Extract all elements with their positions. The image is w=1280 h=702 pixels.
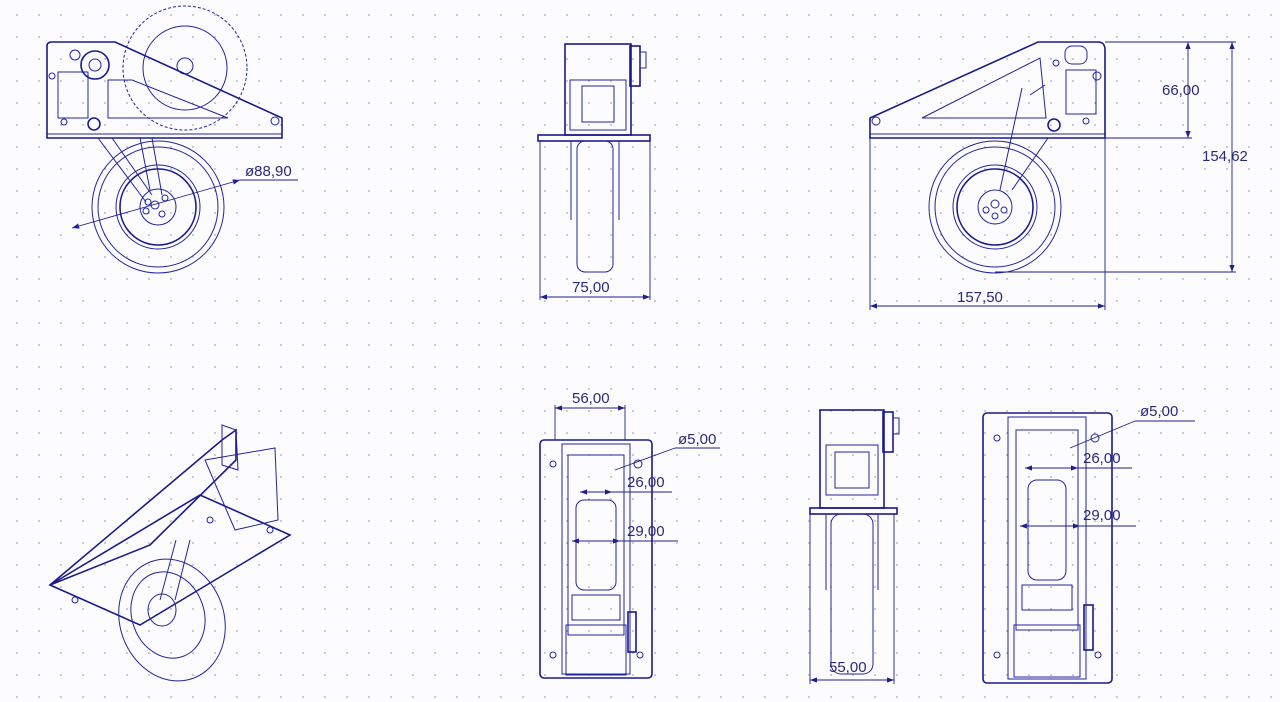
- front-view: 75,00: [537, 43, 651, 300]
- side-view-right: 66,00 154,62 157,50: [869, 41, 1248, 310]
- hole-diameter-dimension: ø5,00: [678, 431, 716, 448]
- isometric-view: [48, 424, 292, 682]
- upper-height-dimension: 66,00: [1162, 82, 1200, 99]
- inner-29-dimension-right: 29,00: [1083, 507, 1121, 524]
- front-width-dimension: 75,00: [572, 279, 610, 296]
- side-view-bottom: 55,00: [809, 409, 900, 684]
- bottom-view-right: ø5,00 26,00 29,00: [982, 403, 1195, 684]
- bottom-width-dimension: 56,00: [572, 390, 610, 407]
- total-length-dimension: 157,50: [957, 289, 1003, 306]
- inner-29-dimension: 29,00: [627, 523, 665, 540]
- bottom-view: 56,00 ø5,00 26,00 29,00: [539, 390, 720, 679]
- inner-26-dimension: 26,00: [627, 474, 665, 491]
- side-view-left: ø88,90: [46, 5, 298, 274]
- wheel-diameter-dimension: ø88,90: [245, 163, 292, 180]
- total-height-dimension: 154,62: [1202, 148, 1248, 165]
- hole-diameter-dimension-right: ø5,00: [1140, 403, 1178, 420]
- inner-26-dimension-right: 26,00: [1083, 450, 1121, 467]
- side-width-dimension: 55,00: [829, 659, 867, 676]
